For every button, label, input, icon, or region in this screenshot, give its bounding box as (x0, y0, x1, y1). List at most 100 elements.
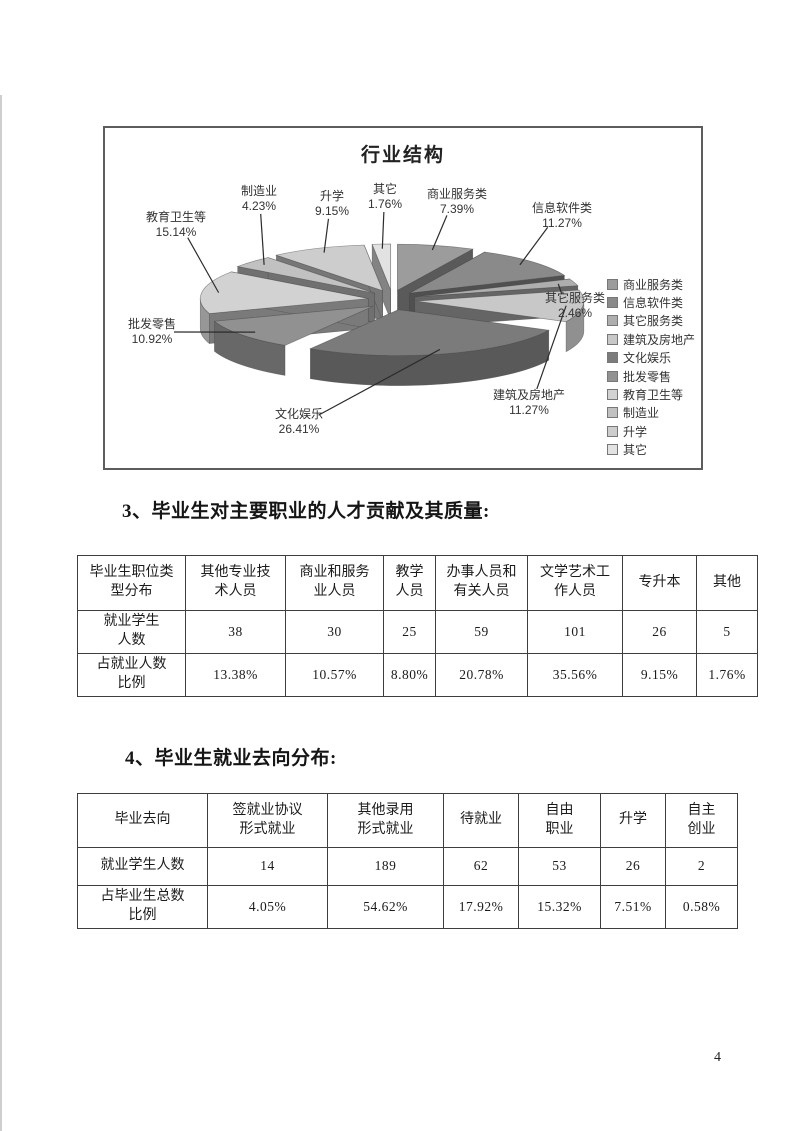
legend-swatch-icon (607, 425, 618, 437)
legend-label: 商业服务类 (623, 277, 684, 292)
column-header-cell: 商业和服务 业人员 (285, 555, 384, 611)
pie-slice (415, 289, 585, 323)
pie-slice (414, 278, 579, 298)
employment-destination-table: 毕业去向签就业协议 形式就业其他录用 形式就业待就业自由 职业升学自主 创业就业… (77, 793, 738, 929)
pie-label-leader-line (318, 348, 441, 416)
pie-slice-label: 建筑及房地产 11.27% (492, 388, 566, 417)
value-cell: 26 (622, 610, 697, 654)
pie-label-leader-line (260, 213, 265, 265)
value-cell: 20.78% (435, 652, 528, 697)
value-cell: 189 (327, 847, 444, 886)
section3-heading: 3、毕业生对主要职业的人才贡献及其质量: (122, 501, 490, 522)
column-header-cell: 教学 人员 (383, 555, 436, 611)
value-cell: 14 (207, 847, 328, 886)
legend-item: 制造业 (607, 404, 695, 422)
pie-slice-label: 升学 9.15% (314, 189, 350, 218)
pie-slice (275, 244, 384, 292)
pie-slice (397, 243, 474, 291)
legend-label: 教育卫生等 (623, 388, 684, 403)
column-header-cell: 其他 (696, 555, 758, 611)
legend-item: 批发零售 (607, 367, 695, 385)
legend-label: 升学 (623, 424, 648, 439)
column-header-cell: 签就业协议 形式就业 (207, 793, 328, 848)
column-header-cell: 其他专业技 术人员 (185, 555, 286, 611)
pie-slice-label: 其它服务类 2.46% (544, 291, 606, 320)
column-header-cell: 专升本 (622, 555, 697, 611)
column-header-cell: 升学 (600, 793, 666, 848)
value-cell: 7.51% (600, 885, 666, 929)
pie-label-leader-line (323, 218, 330, 253)
legend-swatch-icon (607, 444, 618, 456)
legend-label: 信息软件类 (623, 296, 684, 311)
pie-slice (409, 251, 566, 294)
value-cell: 101 (527, 610, 623, 654)
pie-slice (213, 305, 374, 346)
legend-item: 其它 (607, 441, 695, 459)
legend-swatch-icon (607, 370, 618, 382)
value-cell: 5 (696, 610, 758, 654)
value-cell: 26 (600, 847, 666, 886)
pie-label-leader-line (431, 215, 448, 251)
column-header-cell: 待就业 (443, 793, 519, 848)
row-label-cell: 就业学生 人数 (77, 610, 186, 654)
value-cell: 53 (518, 847, 601, 886)
row-label-cell: 就业学生人数 (77, 847, 208, 886)
value-cell: 2 (665, 847, 738, 886)
legend-item: 其它服务类 (607, 312, 695, 330)
pie-label-leader-line (557, 283, 563, 295)
chart-title: 行业结构 (360, 145, 445, 166)
page-number: 4 (714, 1050, 721, 1065)
occupation-contribution-table: 毕业生职位类 型分布其他专业技 术人员商业和服务 业人员教学 人员办事人员和 有… (77, 555, 758, 697)
pie-slice-label: 制造业 4.23% (240, 184, 278, 213)
value-cell: 1.76% (696, 652, 758, 697)
legend-label: 文化娱乐 (623, 351, 672, 366)
value-cell: 17.92% (443, 885, 519, 929)
table-header-row: 毕业去向签就业协议 形式就业其他录用 形式就业待就业自由 职业升学自主 创业 (77, 793, 738, 848)
pie-slice-label: 批发零售 10.92% (127, 317, 177, 346)
scan-artifact-line (0, 95, 2, 1131)
legend-swatch-icon (607, 389, 618, 401)
value-cell: 59 (435, 610, 528, 654)
column-header-cell: 自主 创业 (665, 793, 738, 848)
legend-item: 文化娱乐 (607, 349, 695, 367)
column-header-cell: 办事人员和 有关人员 (435, 555, 528, 611)
value-cell: 25 (383, 610, 436, 654)
row-label-cell: 占毕业生总数 比例 (77, 885, 208, 929)
legend-label: 制造业 (623, 406, 660, 421)
legend-item: 升学 (607, 422, 695, 440)
value-cell: 0.58% (665, 885, 738, 929)
chart-legend: 商业服务类信息软件类其它服务类建筑及房地产文化娱乐批发零售教育卫生等制造业升学其… (607, 275, 695, 459)
pie-slice-label: 信息软件类 11.27% (531, 201, 593, 230)
legend-swatch-icon (607, 407, 618, 419)
legend-item: 信息软件类 (607, 293, 695, 311)
legend-label: 其它服务类 (623, 314, 684, 329)
value-cell: 30 (285, 610, 384, 654)
legend-label: 其它 (623, 443, 648, 458)
value-cell: 13.38% (185, 652, 286, 697)
column-header-cell: 自由 职业 (518, 793, 601, 848)
value-cell: 38 (185, 610, 286, 654)
value-cell: 8.80% (383, 652, 436, 697)
legend-label: 批发零售 (623, 369, 672, 384)
value-cell: 54.62% (327, 885, 444, 929)
value-cell: 35.56% (527, 652, 623, 697)
pie-slice-label: 文化娱乐 26.41% (274, 407, 324, 436)
legend-swatch-icon (607, 352, 618, 364)
pie-label-leader-line (519, 227, 549, 266)
pie-label-leader-line (536, 305, 567, 390)
value-cell: 62 (443, 847, 519, 886)
section4-heading: 4、毕业生就业去向分布: (125, 748, 337, 769)
pie-slice (371, 243, 392, 291)
column-header-cell: 文学艺术工 作人员 (527, 555, 623, 611)
row-label-cell: 占就业人数 比例 (77, 652, 186, 697)
table-header-row: 毕业生职位类 型分布其他专业技 术人员商业和服务 业人员教学 人员办事人员和 有… (77, 555, 758, 611)
legend-item: 建筑及房地产 (607, 330, 695, 348)
column-header-cell: 毕业生职位类 型分布 (77, 555, 186, 611)
column-header-cell: 毕业去向 (77, 793, 208, 848)
pie-slice-label: 教育卫生等 15.14% (145, 210, 207, 239)
column-header-cell: 其他录用 形式就业 (327, 793, 444, 848)
